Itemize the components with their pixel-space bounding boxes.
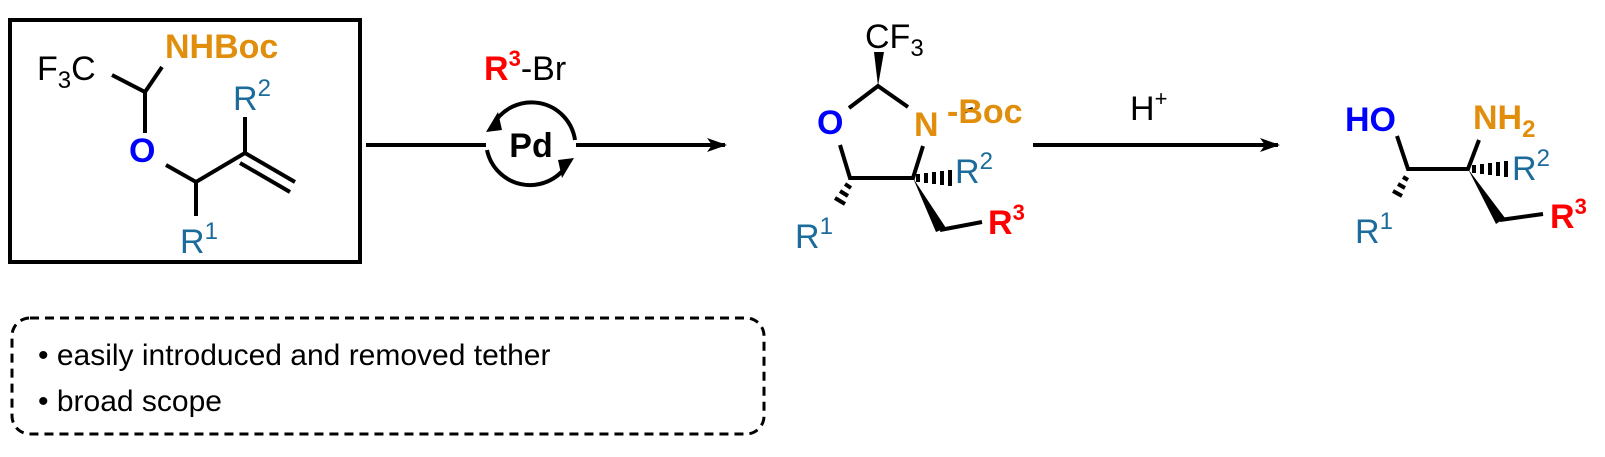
feature-item: • easily introduced and removed tether <box>38 339 550 372</box>
wedge-bond <box>1468 169 1505 224</box>
amine-label: NH2 <box>1473 99 1535 143</box>
cf3-label: CF3 <box>865 18 924 62</box>
r2-label: R2 <box>1512 145 1550 188</box>
r3-label: R3 <box>988 200 1025 242</box>
catalytic-cycle-icon <box>485 100 577 188</box>
hash-bond <box>1392 175 1410 198</box>
oxazolidine-structure: CF3 O N -Boc R2 R3 R1 <box>795 18 1025 256</box>
wedge-bond <box>874 52 884 86</box>
nitrogen-label: N <box>914 106 939 144</box>
oxygen-label: O <box>129 132 155 170</box>
hash-bond <box>833 182 853 206</box>
r1-label: R1 <box>180 218 218 261</box>
wedge-bond <box>913 178 946 232</box>
r2-label: R2 <box>955 148 993 191</box>
hydroxyl-label: HO <box>1345 101 1396 139</box>
oxygen-label: O <box>817 104 843 142</box>
ring-bonds <box>838 83 983 232</box>
r3-label: R3 <box>1550 194 1587 236</box>
substrate-structure: F3C NHBoc O R2 R1 <box>8 18 362 264</box>
backbone-bonds <box>1395 135 1544 222</box>
hash-bond <box>1472 161 1508 177</box>
substrate-frame <box>8 18 362 264</box>
catalyst-label: Pd <box>509 127 552 165</box>
r1-label: R1 <box>1355 208 1393 251</box>
features-box: • easily introduced and removed tether •… <box>10 316 766 436</box>
reagent-label: R3-Br <box>484 46 566 88</box>
step2-arrow: H+ <box>1033 86 1280 152</box>
amino-alcohol-structure: HO NH2 R2 R3 R1 <box>1345 99 1587 251</box>
r1-label: R1 <box>795 213 833 256</box>
step1-arrow: R3-Br Pd <box>366 46 727 188</box>
hash-bond <box>916 170 952 186</box>
feature-item: • broad scope <box>38 385 222 418</box>
boc-label: -Boc <box>947 93 1023 131</box>
cf3-label: F3C <box>37 50 96 94</box>
substrate-bonds <box>111 65 297 216</box>
r2-label: R2 <box>233 75 271 118</box>
acid-label: H+ <box>1130 86 1167 128</box>
nhboc-label: NHBoc <box>165 28 278 66</box>
